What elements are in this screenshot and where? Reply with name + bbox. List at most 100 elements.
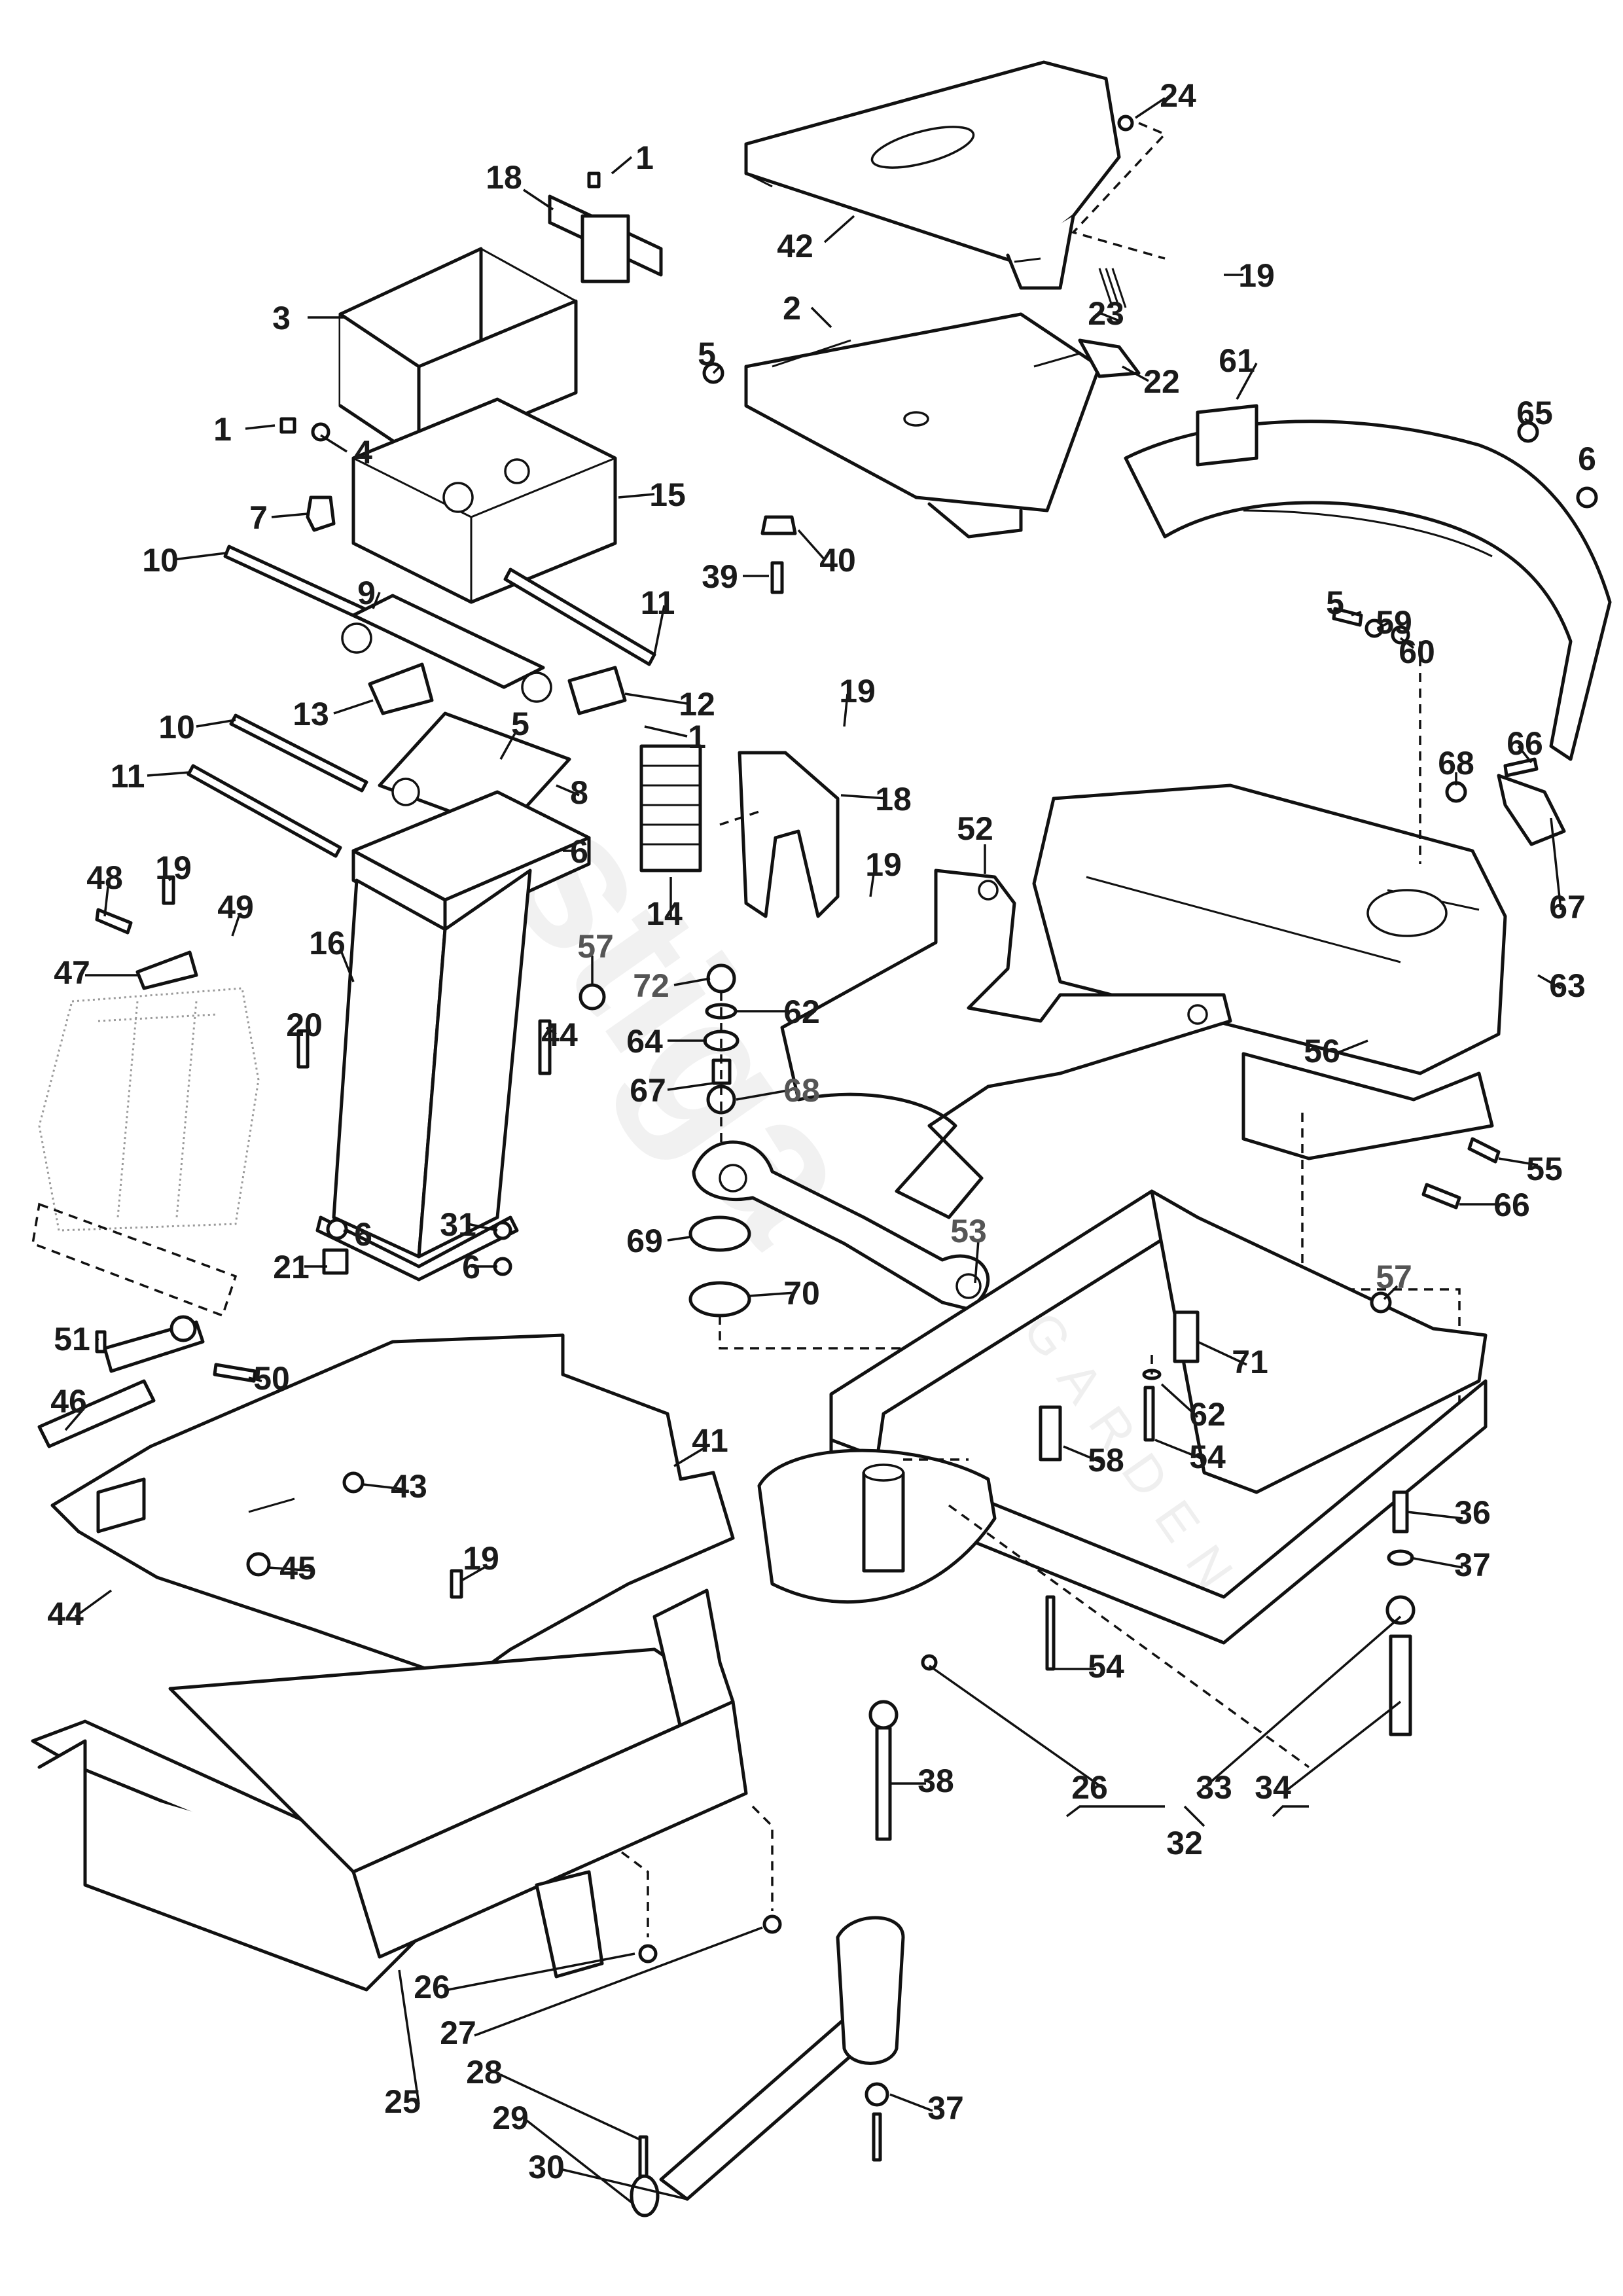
part-rear-cover-61 (1124, 404, 1612, 761)
part-floor-plate-41 (50, 1333, 735, 1684)
part-seat-plate-2 (744, 312, 1101, 539)
part-bracket-18 (719, 751, 840, 918)
callout-70: 70 (783, 1275, 820, 1312)
part-frame-fasteners (868, 1291, 1416, 1841)
callout-59: 59 (1376, 604, 1412, 641)
part-main-frame-32 (757, 1189, 1488, 1645)
callout-12: 12 (679, 686, 715, 723)
callout-6: 6 (462, 1249, 480, 1285)
callout-8: 8 (570, 774, 588, 811)
callout-5: 5 (511, 706, 529, 742)
callout-68: 68 (783, 1072, 820, 1109)
callout-26: 26 (414, 1969, 450, 2005)
part-pads-13-12 (368, 662, 627, 715)
callout-19: 19 (155, 850, 192, 886)
callout-19: 19 (839, 673, 876, 709)
callout-6: 6 (570, 833, 588, 870)
callout-23: 23 (1088, 295, 1124, 332)
callout-19: 19 (463, 1540, 499, 1577)
callout-50: 50 (253, 1360, 290, 1397)
callout-42: 42 (777, 228, 813, 264)
callout-18: 18 (486, 159, 522, 196)
callout-19: 19 (1238, 257, 1275, 294)
callout-26: 26 (1071, 1769, 1108, 1806)
callout-58: 58 (1088, 1442, 1124, 1479)
callout-49: 49 (217, 889, 254, 925)
callout-5: 5 (1326, 584, 1344, 621)
part-battery-tray (351, 397, 617, 604)
part-axle-30 (630, 1916, 905, 2217)
callout-68: 68 (1438, 745, 1474, 781)
callout-9: 9 (357, 575, 376, 611)
part-bolts-right (1301, 607, 1539, 1414)
callout-64: 64 (626, 1023, 663, 1060)
part-front-frame-25 (31, 1588, 782, 1992)
callout-51: 51 (54, 1321, 90, 1357)
callout-5: 5 (698, 336, 716, 372)
part-link-9 (341, 594, 552, 703)
callout-10: 10 (158, 709, 195, 745)
callout-39: 39 (702, 558, 738, 595)
callout-16: 16 (309, 925, 346, 961)
callout-66: 66 (1507, 725, 1543, 762)
callout-11: 11 (641, 584, 675, 621)
callout-43: 43 (391, 1468, 427, 1505)
callout-18: 18 (875, 781, 912, 817)
callout-3: 3 (272, 300, 291, 336)
callout-60: 60 (1399, 634, 1435, 670)
callout-69: 69 (626, 1223, 663, 1259)
callout-67: 67 (630, 1072, 666, 1109)
part-mount-stack (703, 963, 740, 1178)
callout-38: 38 (918, 1763, 954, 1799)
callout-54: 54 (1189, 1439, 1226, 1475)
callout-72: 72 (633, 967, 669, 1004)
callout-15: 15 (649, 476, 686, 513)
callout-6: 6 (1578, 440, 1596, 477)
callout-44: 44 (47, 1596, 84, 1632)
callout-37: 37 (927, 2090, 964, 2126)
callout-55: 55 (1526, 1151, 1563, 1187)
part-seat-plate-42 (744, 60, 1121, 290)
callout-10: 10 (142, 542, 179, 579)
callout-65: 65 (1516, 395, 1553, 431)
callout-21: 21 (273, 1249, 310, 1285)
callout-19: 19 (865, 846, 902, 883)
callout-47: 47 (54, 954, 90, 991)
callout-71: 71 (1232, 1344, 1268, 1380)
callout-33: 33 (1196, 1769, 1232, 1806)
callout-53: 53 (950, 1213, 987, 1249)
callout-46: 46 (50, 1383, 87, 1420)
callout-24: 24 (1160, 77, 1196, 114)
callout-40: 40 (819, 542, 856, 579)
callout-66: 66 (1493, 1187, 1530, 1223)
callout-44: 44 (541, 1016, 578, 1053)
callout-48: 48 (86, 859, 123, 896)
callout-6: 6 (354, 1216, 372, 1253)
callout-57: 57 (1376, 1259, 1412, 1295)
callout-1: 1 (213, 411, 232, 448)
callout-14: 14 (646, 895, 683, 932)
callout-7: 7 (249, 499, 268, 536)
part-bracket-18-top (548, 194, 663, 283)
callout-2: 2 (783, 290, 801, 327)
callout-1: 1 (635, 139, 654, 176)
callout-36: 36 (1454, 1494, 1491, 1531)
part-bump-stop-7 (306, 495, 336, 532)
callout-45: 45 (279, 1550, 316, 1587)
callout-1: 1 (688, 719, 706, 755)
callout-54: 54 (1088, 1648, 1124, 1685)
callout-27: 27 (440, 2015, 476, 2051)
part-pedal-46 (37, 1315, 257, 1448)
callout-28: 28 (466, 2054, 503, 2090)
part-seat-column-16 (315, 790, 591, 1282)
callout-57: 57 (577, 928, 614, 965)
callout-52: 52 (957, 810, 993, 847)
callout-32: 32 (1166, 1825, 1203, 1861)
part-small-fasteners-mid-left (246, 1471, 463, 1599)
callout-31: 31 (440, 1206, 476, 1243)
callout-34: 34 (1255, 1769, 1291, 1806)
callout-11: 11 (111, 758, 145, 795)
callout-63: 63 (1549, 967, 1586, 1004)
